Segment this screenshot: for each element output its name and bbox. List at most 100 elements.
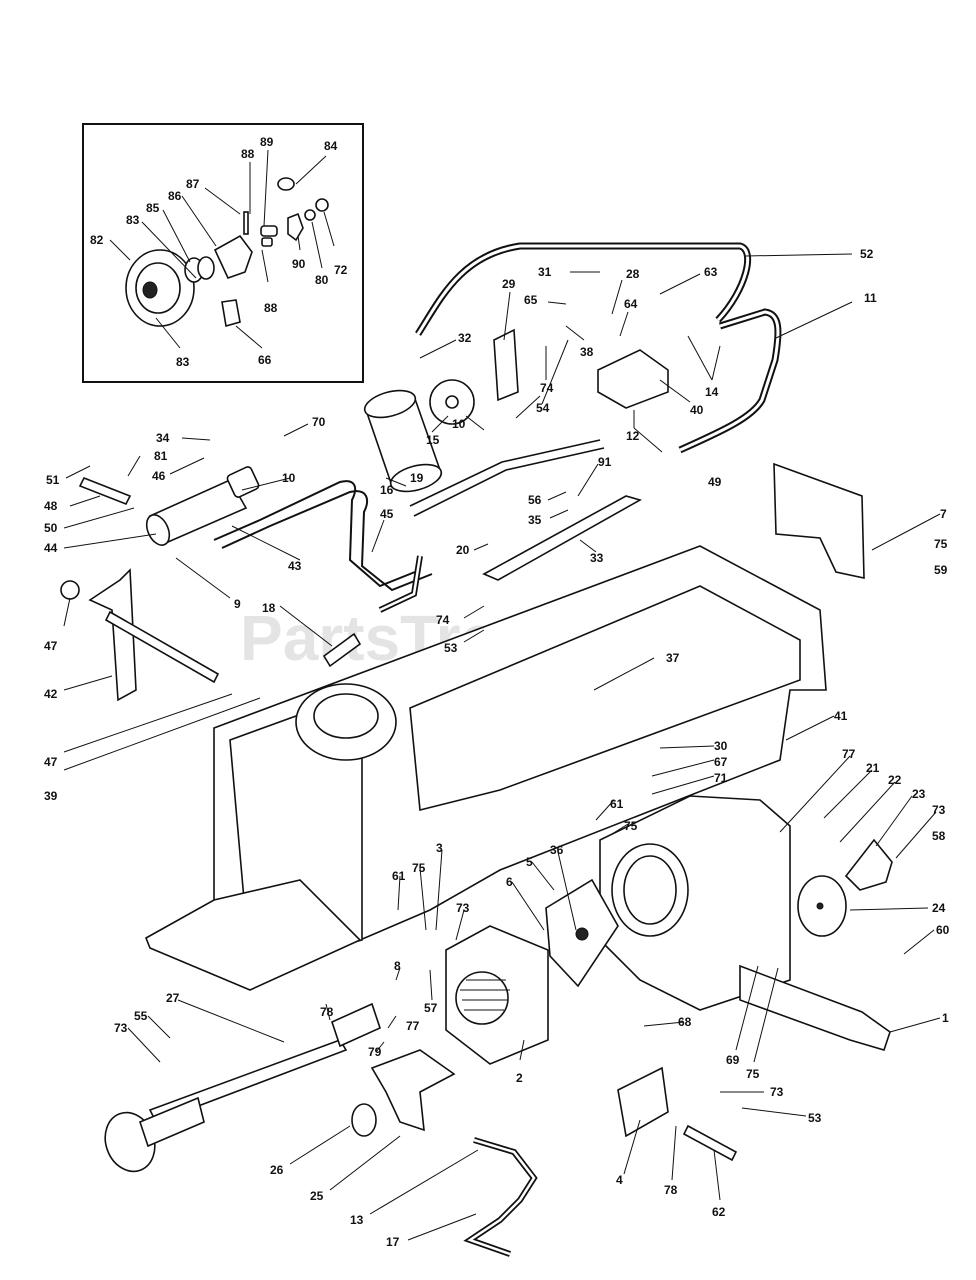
valve-block-40: [597, 349, 669, 409]
label-21: 21: [866, 761, 880, 775]
label-74: 74: [540, 381, 554, 395]
label-5: 5: [526, 855, 533, 869]
label-18: 18: [262, 601, 276, 615]
label-3: 3: [436, 841, 443, 855]
label-44: 44: [44, 541, 58, 555]
label-33: 33: [590, 551, 604, 565]
label-29: 29: [502, 277, 516, 291]
disc-24: [797, 875, 847, 937]
label-32: 32: [458, 331, 472, 345]
label-51: 51: [46, 473, 60, 487]
label-86: 86: [168, 189, 182, 203]
fan-25: [370, 1049, 456, 1132]
label-75: 75: [624, 819, 638, 833]
label-73: 73: [932, 803, 946, 817]
fuel-line-52: [415, 242, 752, 336]
pump-2: [445, 925, 549, 1065]
leader-lines: [63, 149, 941, 1241]
label-48: 48: [44, 499, 58, 513]
label-31: 31: [538, 265, 552, 279]
label-75: 75: [746, 1067, 760, 1081]
label-59: 59: [934, 563, 948, 577]
label-73: 73: [770, 1085, 784, 1099]
label-11: 11: [864, 291, 877, 305]
label-4: 4: [616, 1173, 623, 1187]
label-26: 26: [270, 1163, 284, 1177]
strap-33: [482, 495, 643, 581]
label-89: 89: [260, 135, 274, 149]
label-7: 7: [940, 507, 947, 521]
label-16: 16: [380, 483, 394, 497]
label-60: 60: [936, 923, 950, 937]
inset-box: [82, 123, 364, 383]
label-71: 71: [714, 771, 728, 785]
label-87: 87: [186, 177, 200, 191]
oil-filter-16: [363, 389, 443, 493]
label-23: 23: [912, 787, 926, 801]
label-46: 46: [152, 469, 166, 483]
label-14: 14: [705, 385, 719, 399]
label-24: 24: [932, 901, 946, 915]
bracket-4: [617, 1066, 669, 1138]
label-17: 17: [386, 1235, 400, 1249]
label-35: 35: [528, 513, 542, 527]
label-62: 62: [712, 1205, 726, 1219]
label-56: 56: [528, 493, 542, 507]
label-79: 79: [368, 1045, 382, 1059]
label-84: 84: [324, 139, 338, 153]
label-39: 39: [44, 789, 58, 803]
label-66: 66: [258, 353, 272, 367]
label-61: 61: [610, 797, 624, 811]
line-19: [409, 439, 605, 517]
label-70: 70: [312, 415, 326, 429]
label-30: 30: [714, 739, 728, 753]
bracket-23: [844, 838, 893, 891]
label-6: 6: [506, 875, 513, 889]
label-40: 40: [690, 403, 704, 417]
label-73: 73: [456, 901, 470, 915]
label-50: 50: [44, 521, 58, 535]
label-64: 64: [624, 297, 638, 311]
label-25: 25: [310, 1189, 324, 1203]
label-81: 81: [154, 449, 168, 463]
plate-7: [773, 462, 865, 579]
label-34: 34: [156, 431, 170, 445]
label-69: 69: [726, 1053, 740, 1067]
label-75: 75: [412, 861, 426, 875]
tube-13-17: [463, 1137, 538, 1257]
label-52: 52: [860, 247, 874, 261]
inset-pulley-assembly: [125, 177, 329, 328]
label-58: 58: [932, 829, 946, 843]
label-10: 10: [452, 417, 466, 431]
label-8: 8: [394, 959, 401, 973]
bracket-42: [60, 568, 220, 702]
label-77: 77: [406, 1019, 420, 1033]
label-28: 28: [626, 267, 640, 281]
label-75: 75: [934, 537, 948, 551]
label-85: 85: [146, 201, 160, 215]
hydraulic-lines: [213, 480, 433, 592]
label-55: 55: [134, 1009, 148, 1023]
label-20: 20: [456, 543, 470, 557]
drive-shaft-27: [104, 1002, 381, 1173]
label-91: 91: [598, 455, 612, 469]
label-37: 37: [666, 651, 680, 665]
label-77: 77: [842, 747, 856, 761]
lift-cylinder-44: [145, 466, 260, 546]
label-38: 38: [580, 345, 594, 359]
label-78: 78: [320, 1005, 334, 1019]
fuel-line-11: [678, 308, 782, 454]
label-19: 19: [410, 471, 424, 485]
label-54: 54: [536, 401, 550, 415]
label-2: 2: [516, 1071, 523, 1085]
tube-18: [322, 632, 362, 668]
label-42: 42: [44, 687, 58, 701]
label-10: 10: [282, 471, 296, 485]
label-90: 90: [292, 257, 306, 271]
label-9: 9: [234, 597, 241, 611]
label-47: 47: [44, 639, 58, 653]
label-22: 22: [888, 773, 902, 787]
label-13: 13: [350, 1213, 364, 1227]
label-57: 57: [424, 1001, 438, 1015]
